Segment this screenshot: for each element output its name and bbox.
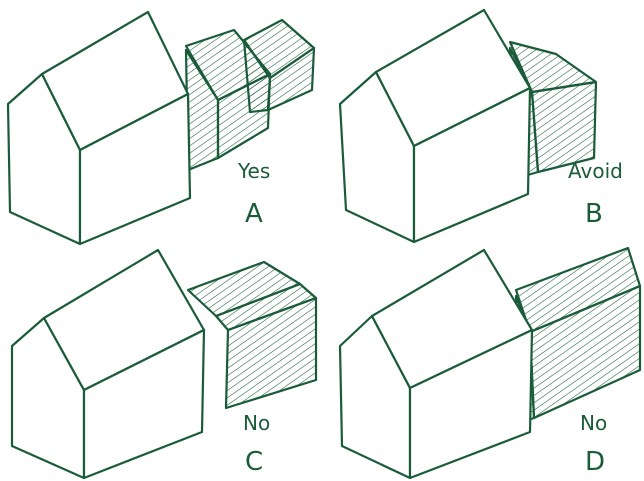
- panel-b-main-house: [340, 10, 530, 242]
- panel-a-main-house: [8, 12, 190, 244]
- panel-a-verdict: Yes: [237, 159, 270, 183]
- panel-d-verdict: No: [580, 411, 607, 435]
- panel-d-main-house: [340, 250, 532, 478]
- panel-d-addition: [516, 248, 640, 422]
- panel-a-letter: A: [245, 199, 263, 229]
- panel-b-letter: B: [585, 199, 603, 229]
- panel-b: Avoid B: [340, 10, 623, 242]
- panel-a: Yes A: [8, 12, 314, 244]
- panel-b-verdict: Avoid: [568, 159, 623, 183]
- panel-d-letter: D: [585, 447, 605, 477]
- panel-d: No D: [340, 248, 640, 478]
- panel-c-verdict: No: [243, 411, 270, 435]
- panel-c-addition: [188, 262, 316, 408]
- panel-c: No C: [12, 250, 316, 478]
- panel-c-letter: C: [245, 447, 263, 477]
- panel-c-main-house: [12, 250, 204, 478]
